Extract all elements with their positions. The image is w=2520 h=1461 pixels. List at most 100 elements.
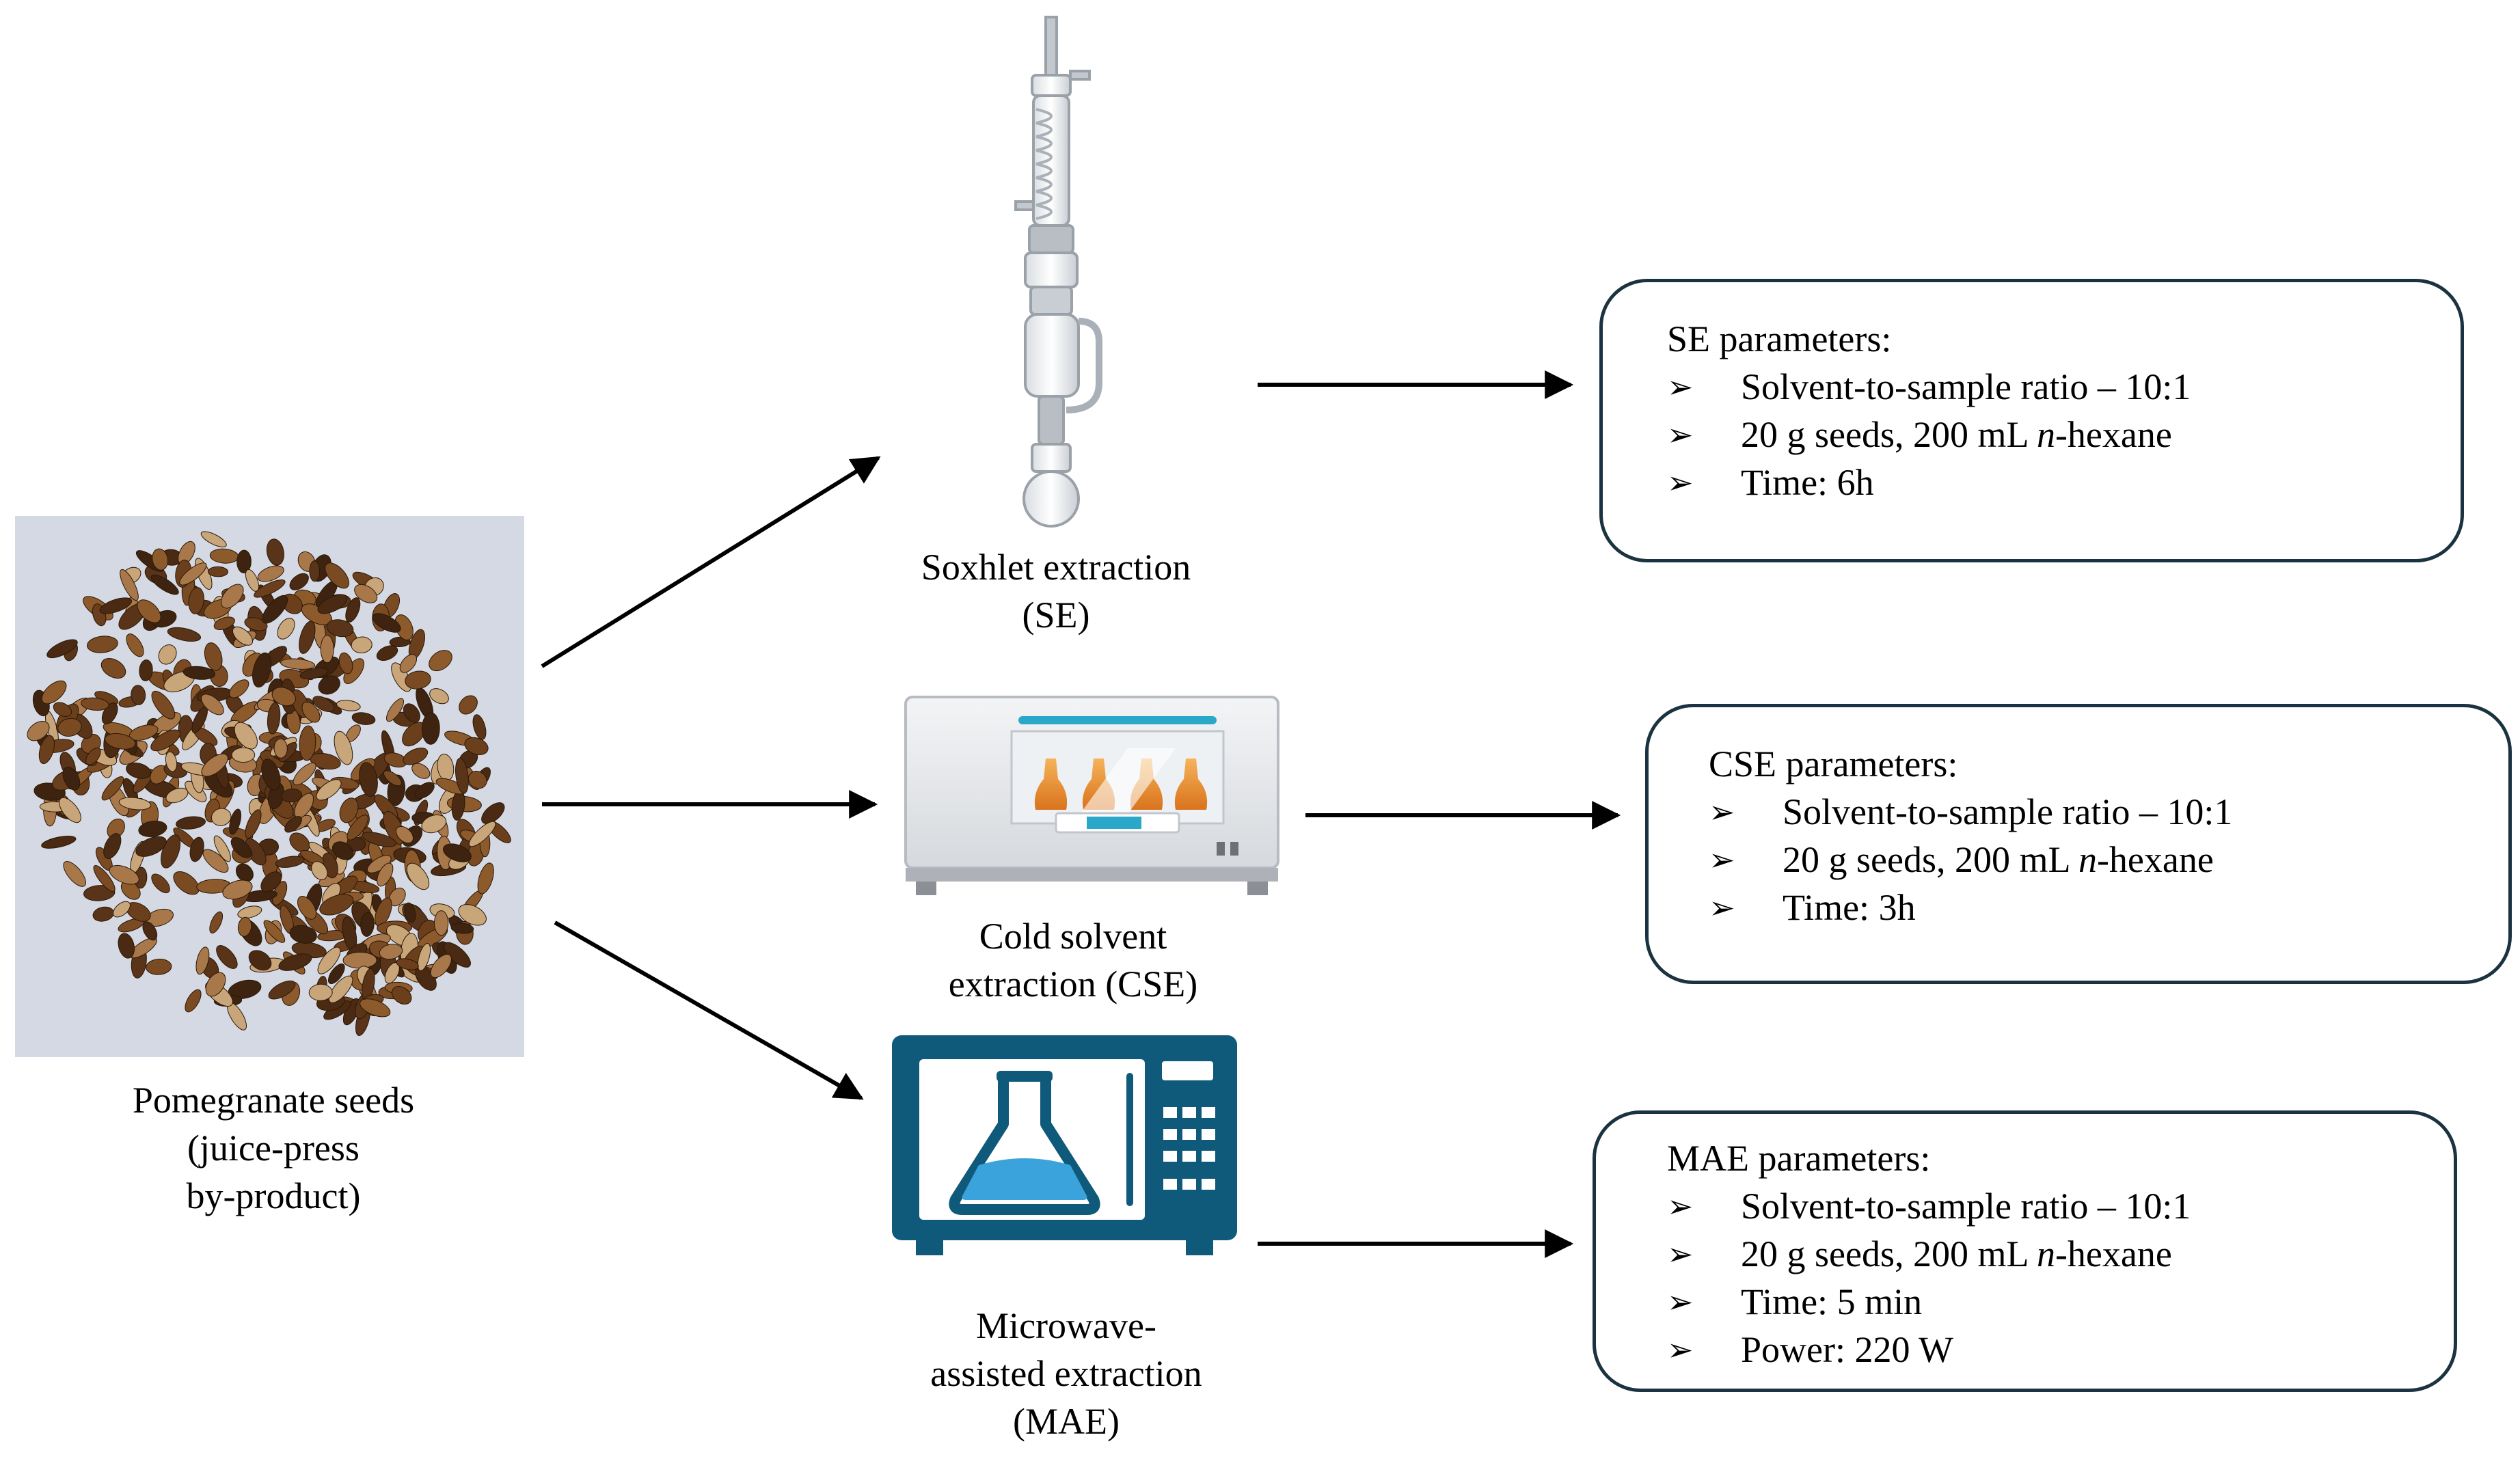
mae-caption-line: assisted extraction	[930, 1353, 1202, 1394]
flow-arrows	[541, 370, 1621, 1258]
seeds-caption: Pomegranate seeds (juice-press by-produc…	[68, 1076, 478, 1220]
seed-shape	[385, 698, 405, 722]
seed-shape	[213, 616, 235, 631]
seed-shape	[396, 958, 419, 970]
seed-shape	[83, 885, 116, 901]
seed-shape	[266, 538, 284, 566]
mae-parameters-list: ➢Solvent-to-sample ratio – 10:1 ➢20 g se…	[1667, 1182, 2454, 1374]
seed-shape	[379, 944, 403, 960]
seed-shape	[231, 747, 256, 763]
seed-shape	[46, 639, 78, 659]
seed-shape	[262, 595, 288, 624]
mae-caption-line: Microwave-	[976, 1305, 1156, 1346]
param-item: ➢Time: 5 min	[1667, 1278, 2454, 1326]
arrow-bullet-icon: ➢	[1667, 464, 1694, 501]
seed-shape	[244, 617, 268, 631]
seed-shape	[53, 702, 72, 717]
seed-shape	[62, 766, 81, 791]
seed-shape	[138, 820, 167, 837]
seed-shape	[158, 644, 177, 665]
seed-shape	[372, 613, 401, 633]
seed-shape	[189, 836, 204, 862]
seed-shape	[188, 587, 204, 614]
seed-shape	[319, 894, 354, 916]
seed-shape	[376, 645, 398, 661]
seed-shape	[481, 802, 505, 824]
param-text: -hexane	[2096, 839, 2214, 880]
se-caption-line: (SE)	[1022, 595, 1090, 636]
seed-shape	[146, 959, 172, 975]
seed-shape	[232, 626, 254, 646]
param-item: ➢Solvent-to-sample ratio – 10:1	[1667, 1182, 2454, 1230]
seed-shape	[237, 916, 252, 937]
seed-shape	[267, 702, 281, 735]
param-text: -hexane	[2055, 1233, 2172, 1274]
flask-bottles	[1034, 748, 1208, 823]
param-text: Time: 3h	[1783, 887, 1916, 928]
arrow-bullet-icon: ➢	[1667, 368, 1694, 405]
param-item: ➢20 g seeds, 200 mL n-hexane	[1667, 411, 2461, 459]
seed-shape	[229, 679, 249, 698]
seed-shape	[86, 636, 118, 653]
mae-parameters-box: MAE parameters: ➢Solvent-to-sample ratio…	[1593, 1110, 2457, 1392]
seed-shape	[221, 584, 244, 609]
mae-parameters-heading: MAE parameters:	[1667, 1138, 1931, 1179]
seed-shape	[377, 862, 394, 887]
se-caption: Soxhlet extraction (SE)	[854, 543, 1258, 639]
seed-shape	[289, 832, 310, 853]
arrow-bullet-icon: ➢	[1667, 1331, 1694, 1368]
seed-shape	[359, 762, 378, 797]
param-text-italic: n	[2036, 1233, 2055, 1274]
seed-shape	[229, 808, 242, 835]
se-parameters-box: SE parameters: ➢Solvent-to-sample ratio …	[1599, 279, 2464, 562]
seed-shape	[175, 816, 206, 830]
seed-shape	[403, 748, 429, 765]
pomegranate-seeds-photo	[15, 516, 524, 1057]
seed-shape	[280, 658, 316, 670]
seed-shape	[135, 836, 167, 857]
seed-shape	[93, 865, 116, 892]
seed-shape	[81, 697, 109, 711]
seed-shape	[317, 946, 341, 974]
seed-shape	[284, 816, 302, 833]
seed-shape	[120, 569, 139, 601]
seed-shape	[248, 950, 272, 971]
seed-shape	[41, 680, 67, 705]
seed-shape	[442, 843, 472, 862]
seed-shape	[245, 809, 262, 838]
seed-shape	[237, 905, 262, 919]
seed-shape	[342, 951, 377, 969]
param-item: ➢20 g seeds, 200 mL n-hexane	[1667, 1230, 2454, 1278]
param-item: ➢Solvent-to-sample ratio – 10:1	[1667, 363, 2461, 411]
seed-shape	[345, 597, 361, 623]
seed-shape	[236, 549, 252, 573]
seed-shape	[151, 690, 176, 720]
param-item: ➢ Solvent-to-sample ratio – 10:1	[1709, 788, 2508, 836]
seed-shape	[235, 863, 254, 882]
seed-shape	[109, 864, 139, 885]
seed-shape	[458, 904, 487, 926]
soxhlet-apparatus-icon	[1014, 16, 1102, 528]
cse-parameters-box: CSE parameters: ➢ Solvent-to-sample ratio…	[1645, 704, 2512, 984]
seed-shape	[216, 945, 238, 969]
cse-parameters-heading: CSE parameters:	[1709, 743, 1958, 784]
seed-shape	[289, 925, 317, 944]
seed-shape	[57, 718, 82, 737]
arrow-bullet-icon: ➢	[1667, 1188, 1694, 1225]
seed-shape	[308, 983, 333, 1001]
seed-shape	[205, 972, 226, 997]
seed-shape	[415, 782, 435, 799]
param-item: ➢20 g seeds, 200 mL n-hexane	[1709, 836, 2508, 884]
seed-shape	[201, 753, 228, 777]
seed-shape	[257, 565, 284, 582]
seed-shape	[167, 627, 202, 642]
seed-shape	[165, 751, 178, 772]
seed-shape	[204, 642, 223, 671]
arrow-bullet-icon: ➢	[1709, 793, 1735, 830]
seed-shape	[179, 562, 207, 586]
param-text: Solvent-to-sample ratio – 10:1	[1783, 791, 2233, 832]
seed-shape	[38, 735, 55, 765]
seed-shape	[309, 560, 320, 582]
seed-shape	[113, 901, 131, 918]
seed-shape	[234, 722, 258, 750]
